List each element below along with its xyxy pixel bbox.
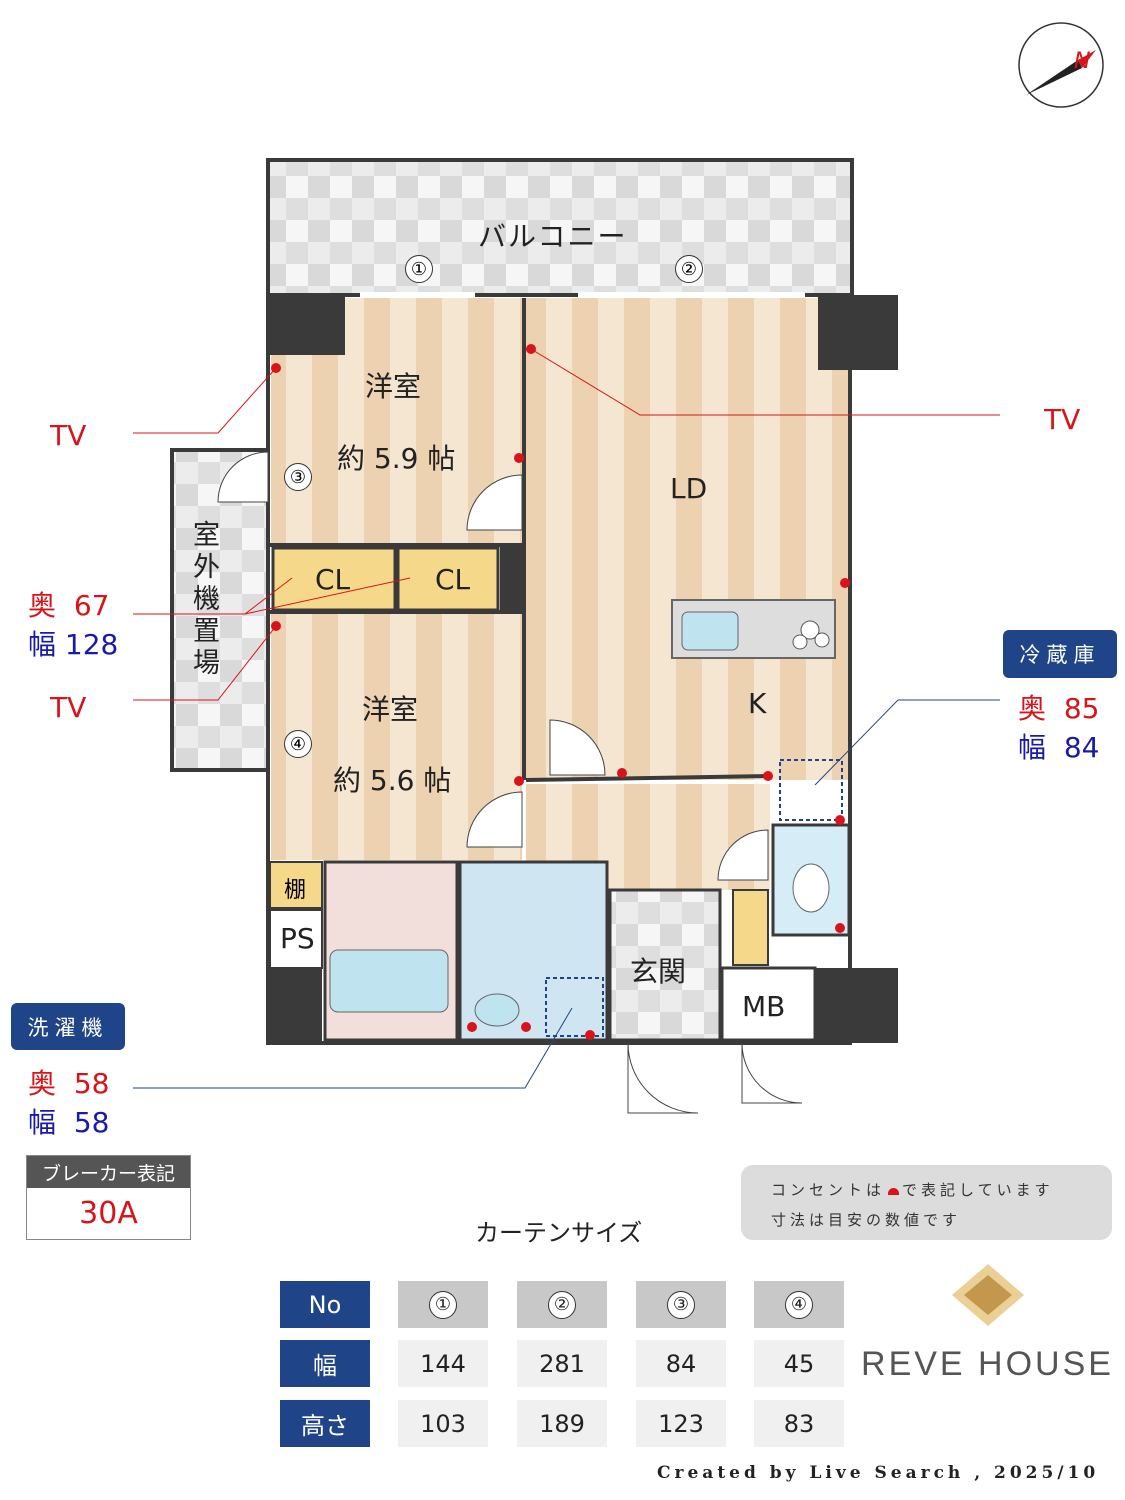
ld-label: LD: [670, 472, 708, 505]
washer-depth: 奥 58: [28, 1067, 110, 1100]
washer-width: 幅 58: [28, 1106, 110, 1139]
outlet-icon: [888, 1188, 900, 1195]
outlet-markers: [271, 344, 850, 1040]
closet1-label: CL: [315, 563, 351, 596]
curtain-no: ④: [754, 1281, 844, 1328]
closet-width: 幅 128: [28, 628, 119, 661]
closet2-label: CL: [435, 563, 471, 596]
mb-label: MB: [742, 990, 786, 1023]
breaker-title: ブレーカー表記: [27, 1156, 190, 1188]
shelf: [269, 861, 323, 909]
window-mark-2: ②: [675, 255, 703, 283]
washer-space: [545, 977, 604, 1037]
entrance-label: 玄関: [630, 955, 687, 988]
floor-plan: [133, 158, 1000, 1114]
entrance: [608, 888, 722, 1042]
room1-size: 約 5.9 帖: [337, 442, 456, 475]
curtain-width: 45: [754, 1340, 844, 1387]
room2-name: 洋室: [362, 693, 419, 726]
fridge-depth: 奥 85: [1018, 692, 1100, 725]
pipe-space: [269, 909, 323, 969]
credit-text: Created by Live Search , 2025/10: [657, 1463, 1100, 1483]
front-door: [627, 1042, 699, 1114]
north-compass-icon: N: [1018, 22, 1104, 108]
row-header-height: 高さ: [280, 1400, 370, 1447]
balcony-label: バルコニー: [478, 220, 628, 253]
curtain-width: 144: [398, 1340, 488, 1387]
sink-icon: [681, 611, 739, 651]
curtain-no: ①: [398, 1281, 488, 1328]
curtain-height: 123: [636, 1400, 726, 1447]
ps-label: PS: [280, 922, 315, 955]
breaker-value: 30A: [79, 1195, 138, 1231]
room2-size: 約 5.6 帖: [333, 764, 452, 797]
closet-2: [396, 546, 500, 612]
curtain-no: ③: [636, 1281, 726, 1328]
logo-emblem-icon: [952, 1264, 1024, 1326]
stove-icon: [800, 620, 820, 640]
curtain-height: 189: [517, 1400, 607, 1447]
room-ld: [526, 298, 848, 780]
curtain-no: ②: [517, 1281, 607, 1328]
room1-name: 洋室: [365, 370, 422, 403]
fridge-tag: 冷蔵庫: [1003, 630, 1117, 678]
breaker-box: ブレーカー表記 30A: [26, 1155, 191, 1240]
window-mark-4: ④: [284, 730, 312, 758]
washer-tag: 洗濯機: [11, 1003, 125, 1050]
svg-text:N: N: [1074, 49, 1090, 74]
row-header-width: 幅: [280, 1340, 370, 1387]
logo-text: REVE HOUSE: [861, 1345, 1114, 1383]
curtain-title: カーテンサイズ: [475, 1219, 643, 1247]
balcony: [266, 158, 854, 297]
outdoor-unit-label: 室外機置場: [193, 520, 220, 679]
notes-line2: 寸法は目安の数値です: [771, 1211, 962, 1229]
k-label: K: [748, 687, 767, 720]
notes-line1: コンセントはで表記しています: [771, 1181, 1054, 1199]
curtain-width: 84: [636, 1340, 726, 1387]
fridge-space: [779, 759, 843, 821]
shelf-label: 棚: [284, 878, 307, 903]
outdoor-unit-area: [170, 448, 272, 772]
curtain-width: 281: [517, 1340, 607, 1387]
curtain-height: 83: [754, 1400, 844, 1447]
window-mark-1: ①: [405, 255, 433, 283]
tv-label-left-bottom: TV: [50, 691, 87, 724]
tv-label-left-top: TV: [50, 419, 87, 452]
window-mark-3: ③: [284, 463, 312, 491]
meter-box: [720, 966, 817, 1042]
notes-box: コンセントはで表記しています 寸法は目安の数値です: [741, 1165, 1112, 1240]
curtain-height: 103: [398, 1400, 488, 1447]
row-header-no: No: [280, 1281, 370, 1328]
closet-depth: 奥 67: [28, 589, 110, 622]
fridge-width: 幅 84: [1018, 731, 1100, 764]
tv-label-right: TV: [1044, 403, 1081, 436]
closet-1: [271, 546, 397, 612]
